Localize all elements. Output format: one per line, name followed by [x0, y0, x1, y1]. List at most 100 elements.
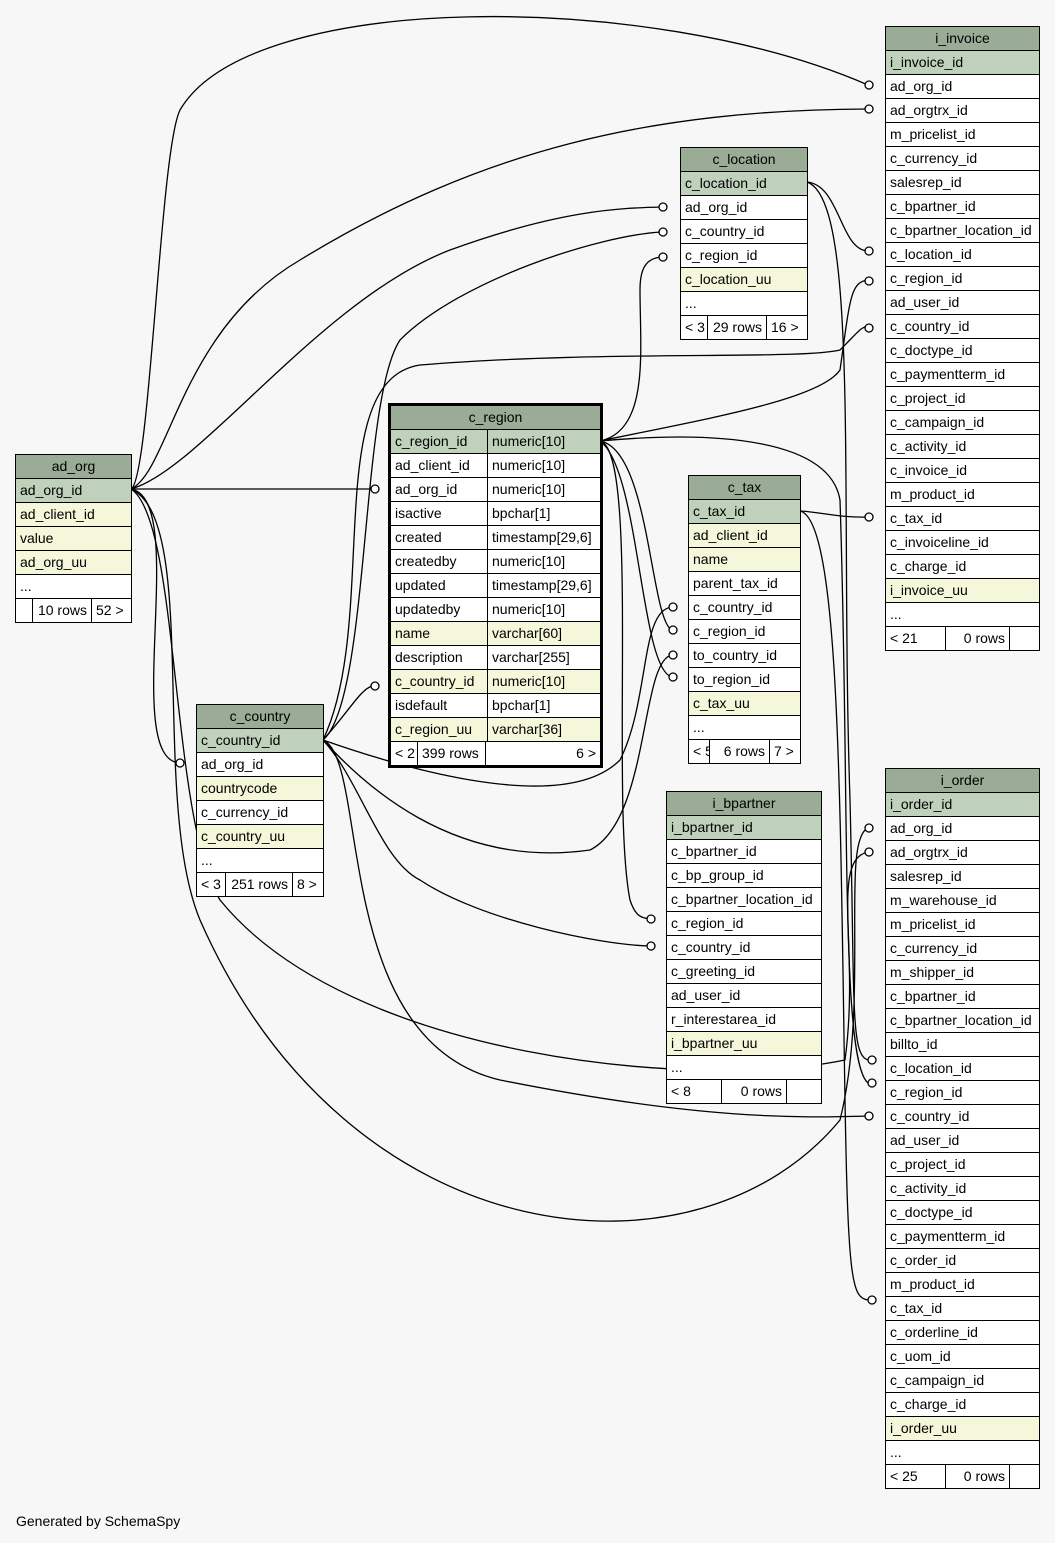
column-name: i_bpartner_uu: [671, 1035, 758, 1051]
column-row: parent_tax_id: [689, 571, 800, 595]
column-row: c_order_id: [886, 1248, 1039, 1272]
edge-region-to-order-region: [599, 436, 869, 1084]
column-name: c_region_id: [395, 433, 468, 449]
column-row: ad_org_id: [197, 752, 323, 776]
edge-ad-org-to-invoice-ad-orgtrx: [130, 108, 869, 490]
column-type: numeric[10]: [487, 454, 598, 477]
edge-country-to-invoice-country: [322, 325, 869, 741]
column-row: c_project_id: [886, 386, 1039, 410]
child-count: [1009, 627, 1039, 650]
column-name: ad_org_id: [890, 820, 953, 836]
table-name: c_location: [712, 151, 776, 167]
child-count: 7 >: [769, 740, 800, 763]
column-name: c_region_id: [671, 915, 744, 931]
column-row: c_country_id: [886, 1104, 1039, 1128]
column-name: ...: [671, 1059, 683, 1075]
row-count: 251 rows: [225, 873, 292, 896]
child-count: [1009, 1465, 1039, 1488]
column-row: c_region_id: [689, 619, 800, 643]
column-row: m_shipper_id: [886, 960, 1039, 984]
column-row: ad_org_id: [16, 478, 131, 502]
column-row: ad_org_id: [886, 816, 1039, 840]
column-name: ad_client_id: [20, 506, 95, 522]
column-name: c_tax_id: [693, 503, 746, 519]
column-row: i_order_id: [886, 792, 1039, 816]
column-row: c_tax_id: [886, 506, 1039, 530]
column-name: created: [395, 529, 442, 545]
column-name: ad_org_uu: [20, 554, 87, 570]
column-name: c_paymentterm_id: [890, 1228, 1006, 1244]
parent-count: < 5: [693, 743, 709, 759]
column-row: c_country_id: [197, 728, 323, 752]
column-name: c_location_id: [685, 175, 767, 191]
column-name: parent_tax_id: [693, 575, 778, 591]
column-name: c_region_id: [890, 1084, 963, 1100]
column-name: c_bpartner_id: [890, 988, 976, 1004]
column-row: ad_org_id: [886, 74, 1039, 98]
edge-location-to-invoice-location: [806, 181, 869, 252]
column-name: c_country_uu: [201, 828, 286, 844]
column-name: updatedby: [395, 601, 461, 617]
edge-region-to-tax-to-region: [599, 440, 673, 678]
column-name: m_product_id: [890, 1276, 975, 1292]
column-row: c_country_id: [689, 595, 800, 619]
column-name: ...: [693, 719, 705, 735]
column-name: to_region_id: [693, 671, 771, 687]
column-row: c_location_id: [681, 171, 807, 195]
column-row: ...: [197, 848, 323, 872]
column-name: i_invoice_uu: [890, 582, 968, 598]
column-name: ...: [201, 852, 213, 868]
column-name: c_currency_id: [890, 150, 978, 166]
edge-optional-marker: [864, 512, 874, 522]
column-row: c_bpartner_id: [667, 839, 821, 863]
column-name: ad_org_id: [890, 78, 953, 94]
column-name: c_greeting_id: [671, 963, 756, 979]
column-row: ad_orgtrx_id: [886, 840, 1039, 864]
column-row: value: [16, 526, 131, 550]
column-name: c_location_uu: [685, 271, 772, 287]
column-name: m_shipper_id: [890, 964, 975, 980]
column-row: ad_orgtrx_id: [886, 98, 1039, 122]
column-row: c_bpartner_location_id: [886, 218, 1039, 242]
column-name: c_location_id: [890, 1060, 972, 1076]
column-type: numeric[10]: [487, 478, 598, 501]
column-row: i_invoice_id: [886, 50, 1039, 74]
column-name: i_invoice_id: [890, 54, 964, 70]
column-name: ad_client_id: [395, 457, 470, 473]
column-name: isdefault: [395, 697, 448, 713]
column-name: r_interestarea_id: [671, 1011, 777, 1027]
column-name: c_bpartner_id: [890, 198, 976, 214]
parent-count: < 21: [890, 630, 918, 646]
column-row: ad_client_id: [16, 502, 131, 526]
child-count: 8 >: [292, 873, 323, 896]
column-name: ad_client_id: [693, 527, 768, 543]
column-row: i_order_uu: [886, 1416, 1039, 1440]
column-name: c_uom_id: [890, 1348, 951, 1364]
column-row: to_country_id: [689, 643, 800, 667]
edge-optional-marker: [864, 80, 874, 90]
column-row: c_country_id: [681, 219, 807, 243]
edge-optional-marker: [864, 1111, 874, 1121]
edge-country-to-region-country: [322, 685, 373, 741]
column-name: c_campaign_id: [890, 414, 985, 430]
edge-region-to-invoice-region: [599, 279, 869, 442]
